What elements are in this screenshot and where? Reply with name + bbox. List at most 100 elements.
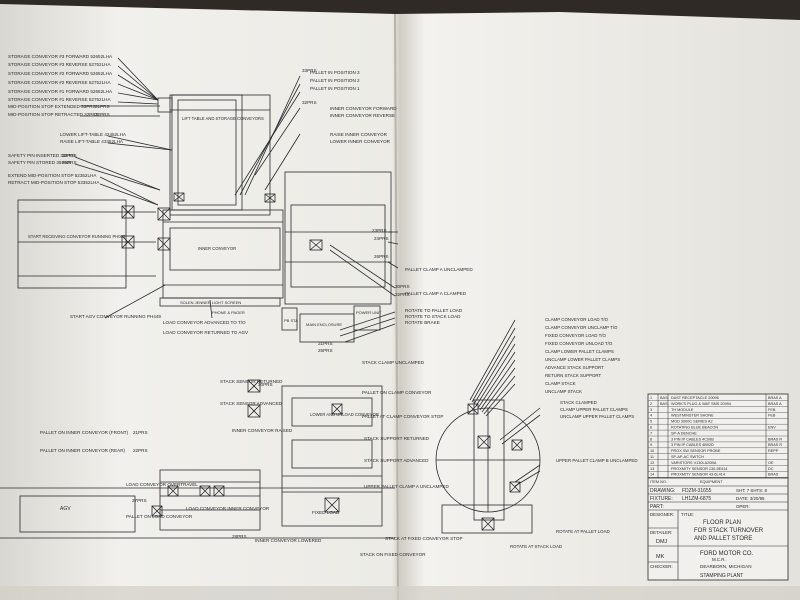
left-label-5: STORAGE CONVEYOR #1 REVERSE 52752LHA [8, 97, 111, 102]
company-sub: M.C.R. [712, 557, 726, 562]
left-label-4: STORAGE CONVEYOR #1 FORWARD 52652LHA [8, 89, 113, 94]
inner-conveyor-reverse: INNER CONVEYOR REVERSE [330, 113, 395, 118]
prs-tag-5: 32PRS [95, 112, 110, 117]
upper-clamp-b: UPPER PALLET CLAMP B UNCLAMPED [556, 458, 638, 463]
rev-row-cell: FEB [768, 408, 776, 412]
prs-tag-16: 27PRS [132, 498, 147, 503]
prs-tag-12: 25PRS [318, 348, 333, 353]
rev-row-cell: 11 [650, 455, 654, 459]
clamp-label-2: FIXED CONVEYOR LOAD T/O [545, 333, 606, 338]
prs-tag-13: 20PRS [258, 382, 273, 387]
rev-row-cell: WORK'S PLUG & WAT SMS 20994 [671, 402, 731, 406]
stack-sensor-advanced: STACK SENSOR ADVANCED [220, 401, 283, 406]
rev-row-cell: BRAS R [768, 443, 782, 447]
rev-row-cell: 3 [650, 408, 652, 412]
fixed-load: FIXED LOAD [312, 510, 340, 515]
rev-row-cell: BRAS A [768, 396, 782, 400]
rev-row-cell: 3 PIN IP CABLES 4B92D [671, 443, 714, 447]
rotate-stack: ROTATE AT STACK LOAD [510, 544, 562, 549]
clamp-label-0: CLAMP CONVEYOR LOAD T/O [545, 317, 609, 322]
prs-tag-15: 22PRS [133, 448, 148, 453]
pallet-pos-1: PALLET IN POSITION 1 [310, 86, 360, 91]
inner-conveyor-forward: INNER CONVEYOR FORWARD [330, 106, 397, 111]
title-line-1: FLOOR PLAN [703, 520, 741, 526]
sheet-label: SHT: 7 SHTS: 8 [736, 488, 768, 493]
left-label-6: MID-POSITION STOP EXTENDED 33PRS [8, 104, 96, 109]
equipment-header: EQUIPMENT [700, 480, 723, 484]
load-conveyor-returned: LOAD CONVEYOR RETURNED TO AGV [163, 330, 249, 335]
rev-row-cell: 6 [650, 426, 652, 430]
upper-clamp-1: UNCLAMP UPPER PALLET CLAMPS [560, 414, 634, 419]
power-unit-label: POWER UNIT [356, 310, 382, 315]
location: DEARBORN, MICHIGAN [700, 564, 752, 569]
left-label-8: LOWER LIFT-TABLE 42452LHA [60, 132, 127, 137]
rev-row-cell: REPP [768, 449, 779, 453]
pallet-pos-2: PALLET IN POSITION 2 [310, 78, 360, 83]
oper-label: OPER: [736, 504, 750, 509]
upper-clamp-a: UPPER PALLET CLAMP A UNCLAMPED [364, 484, 449, 489]
clamp-label-4: CLAMP LOWER PALLET CLAMPS [545, 349, 614, 354]
item-header: ITEM NO. [650, 480, 667, 484]
rev-row-cell: BAS [660, 396, 668, 400]
upper-clamp-0: CLAMP UPPER PALLET CLAMPS [560, 407, 628, 412]
left-label-0: STORAGE CONVEYOR #3 FORWARD 52652LHA [8, 54, 113, 59]
binding-fold [394, 13, 399, 600]
prs-tag-8: 26PRS [374, 254, 389, 259]
rev-row-cell: ENV [768, 426, 776, 430]
right-page-labels: CLAMP CONVEYOR LOAD T/O CLAMP CONVEYOR U… [510, 317, 638, 549]
main-enclosure-label: MAIN ENCLOSURE [306, 322, 342, 327]
detailer-value: DMJ [656, 539, 668, 545]
clamp-label-5: UNCLAMP LOWER PALLET CLAMPS [545, 357, 620, 362]
detailer-label: DETAILER: [650, 530, 672, 535]
company-name: FORD MOTOR CO. [700, 551, 754, 557]
designer-label: DESIGNER: [650, 512, 674, 517]
rev-row-cell: 2 [650, 402, 652, 406]
prs-tag-6: 30PRS [395, 284, 410, 289]
lower-inner-conveyor: LOWER INNER CONVEYOR [330, 139, 391, 144]
drawing-linework [0, 57, 541, 539]
fixture-label: FIXTURE: [650, 496, 673, 502]
rev-row-cell: TH MODULE [671, 408, 694, 412]
rev-row-cell: WESTMINSTER SHONE [671, 414, 714, 418]
rev-row-cell: SP-AP-AC SWTCH [671, 455, 704, 459]
rev-row-cell: SP-A DENCHE [671, 431, 697, 435]
prs-tag-1: 32PRS [302, 100, 317, 105]
rev-row-cell: 14 [650, 473, 654, 477]
pallet-pos-3: PALLET IN POSITION 3 [310, 70, 360, 75]
stack-support-returned: STACK SUPPORT RETURNED [364, 436, 430, 441]
pb-sta-label: PB STA [284, 318, 298, 323]
left-label-7: MID-POSITION STOP RETRACTED 32PRS [8, 112, 99, 117]
rev-row-cell: BRAS R [768, 437, 782, 441]
rev-row-cell: VARISTORS V130LA20BA [671, 461, 717, 465]
rev-row-cell: FEB [768, 414, 776, 418]
prs-tag-14: 21PRS [133, 430, 148, 435]
load-inner: LOAD CONVEYOR INNER CONVEYOR [186, 506, 270, 511]
prs-tag-7: 24PRS [374, 236, 389, 241]
rev-row-cell: BRAS A [768, 402, 782, 406]
date-label: DATE: 3/20/95 [736, 496, 765, 501]
prs-tag-10: 32PRS [395, 292, 410, 297]
rev-row-cell: DC [768, 467, 774, 471]
rev-row-cell: 3 PIN IP CABLES 4C00B [671, 437, 714, 441]
stack-clamped: STACK CLAMPED [560, 400, 597, 405]
start-receiving-label: START RECEIVING CONVEYOR RUNNING PH003 [28, 234, 126, 239]
pallet-on-clamp: PALLET ON CLAMP CONVEYOR [362, 390, 432, 395]
start-agv-label: START AGV CONVEYOR RUNNING PH449 [70, 314, 161, 319]
stack-clamp-unclamped: STACK CLAMP UNCLAMPED [362, 360, 425, 365]
rev-row-cell: DAST RECEPTACLE 20096 [671, 396, 719, 400]
stack-on-fixed: STACK ON FIXED CONVEYOR [360, 552, 426, 557]
left-label-1: STORAGE CONVEYOR #3 REVERSE 52752LHA [8, 62, 111, 67]
left-label-3: STORAGE CONVEYOR #2 REVERSE 52752LHA [8, 80, 111, 85]
rev-row-cell: 7 [650, 431, 652, 435]
rev-row-cell: 1 [650, 396, 652, 400]
phone-pager-label: PHONE & PAGER [212, 310, 245, 315]
checker-label: CHECKER: [650, 564, 673, 569]
rev-row-cell: ROTATING BLUE BEACON [671, 426, 718, 430]
stack-at-fixed-stop: STACK AT FIXED CONVEYOR STOP [385, 536, 463, 541]
left-label-9: RAISE LIFT-TABLE 43352LHA [60, 139, 124, 144]
clamp-label-7: RETURN STACK SUPPORT [545, 373, 602, 378]
pallet-on-load: PALLET ON LOAD CONVEYOR [126, 514, 193, 519]
rev-row-cell: 4 [650, 414, 652, 418]
fixture-value: LH1ZM-6875 [682, 496, 711, 502]
